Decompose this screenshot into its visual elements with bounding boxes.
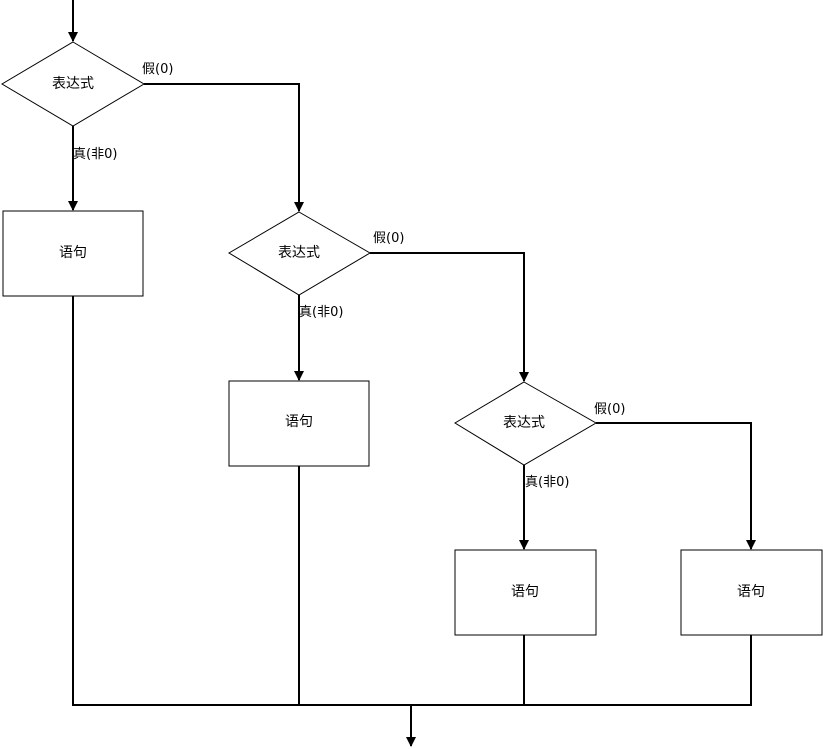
true-label-2: 真(非0) <box>299 305 344 320</box>
decision-label-1: 表达式 <box>52 76 94 92</box>
false-arrow-3 <box>596 422 756 550</box>
true-label-1: 真(非0) <box>73 147 118 162</box>
statement-box-1 <box>2 210 144 297</box>
decision-label-3: 表达式 <box>503 415 545 431</box>
statement-label-2: 语句 <box>285 414 313 430</box>
false-arrow-1 <box>144 83 304 212</box>
statement-box-2 <box>228 380 370 467</box>
decision-label-2: 表达式 <box>278 245 320 261</box>
statement-box-3 <box>454 549 597 636</box>
statement-label-3: 语句 <box>511 584 539 600</box>
true-label-3: 真(非0) <box>525 475 570 490</box>
false-arrow-2 <box>370 252 529 382</box>
false-label-1: 假(0) <box>142 62 174 77</box>
false-label-2: 假(0) <box>373 231 405 246</box>
statement-label-4: 语句 <box>737 584 765 600</box>
statement-label-1: 语句 <box>59 245 87 261</box>
statement-box-4 <box>680 549 823 636</box>
false-label-3: 假(0) <box>594 402 626 417</box>
